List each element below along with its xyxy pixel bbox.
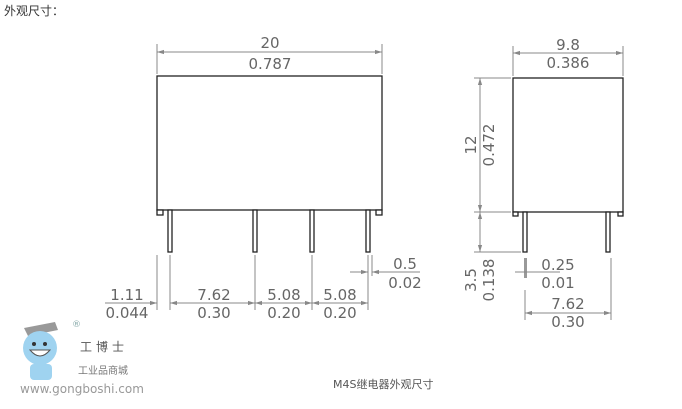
dim-label: 0.30 — [197, 304, 230, 322]
dim-label: 3.5 — [462, 268, 480, 292]
dim-label: 9.8 — [556, 36, 580, 54]
dim-label: 12 — [462, 135, 480, 154]
section-heading: 外观尺寸： — [4, 4, 65, 18]
dim-label: 0.20 — [323, 304, 356, 322]
dim-width-in: 0.787 — [249, 55, 292, 73]
dim-label: 1.11 — [110, 286, 143, 304]
dim-label: 7.62 — [551, 295, 584, 313]
dim-label: 7.62 — [197, 286, 230, 304]
logo-subtitle: 工业品商城 — [78, 366, 128, 377]
dim-label: 0.138 — [480, 259, 498, 302]
pin — [605, 211, 611, 253]
dim-label: 0.25 — [541, 256, 574, 274]
pin — [167, 209, 173, 253]
relay-body-front — [156, 75, 383, 211]
gongboshi-logo: ® 工博士 工业品商城 www.gongboshi.com — [10, 318, 150, 408]
dim-label: 0.02 — [388, 274, 421, 292]
dim-label: 0.472 — [480, 124, 498, 167]
dim-label: 0.5 — [393, 255, 417, 273]
dim-label: 5.08 — [267, 286, 300, 304]
dim-label: 0.044 — [106, 304, 149, 322]
pin — [309, 209, 315, 253]
front-view: 20 0.787 1.11 0.044 7.62 0.30 5.08 0.20 … — [105, 34, 422, 322]
pin — [365, 209, 371, 253]
pin — [522, 211, 528, 253]
registered-mark: ® — [72, 320, 81, 330]
figure-caption: M4S继电器外观尺寸 — [333, 378, 434, 391]
pin — [252, 209, 258, 253]
mascot-icon — [23, 322, 58, 380]
side-view: 9.8 0.386 12 0.472 3.5 0.138 0.25 0.01 7… — [462, 36, 624, 331]
dim-width-mm: 20 — [260, 34, 279, 52]
logo-name: 工博士 — [80, 340, 129, 354]
logo-url: www.gongboshi.com — [20, 382, 144, 396]
dim-label: 5.08 — [323, 286, 356, 304]
relay-body-side — [512, 77, 624, 213]
dim-label: 0.01 — [541, 274, 574, 292]
dim-label: 0.20 — [267, 304, 300, 322]
dim-label: 0.386 — [547, 54, 590, 72]
dim-label: 0.30 — [551, 313, 584, 331]
